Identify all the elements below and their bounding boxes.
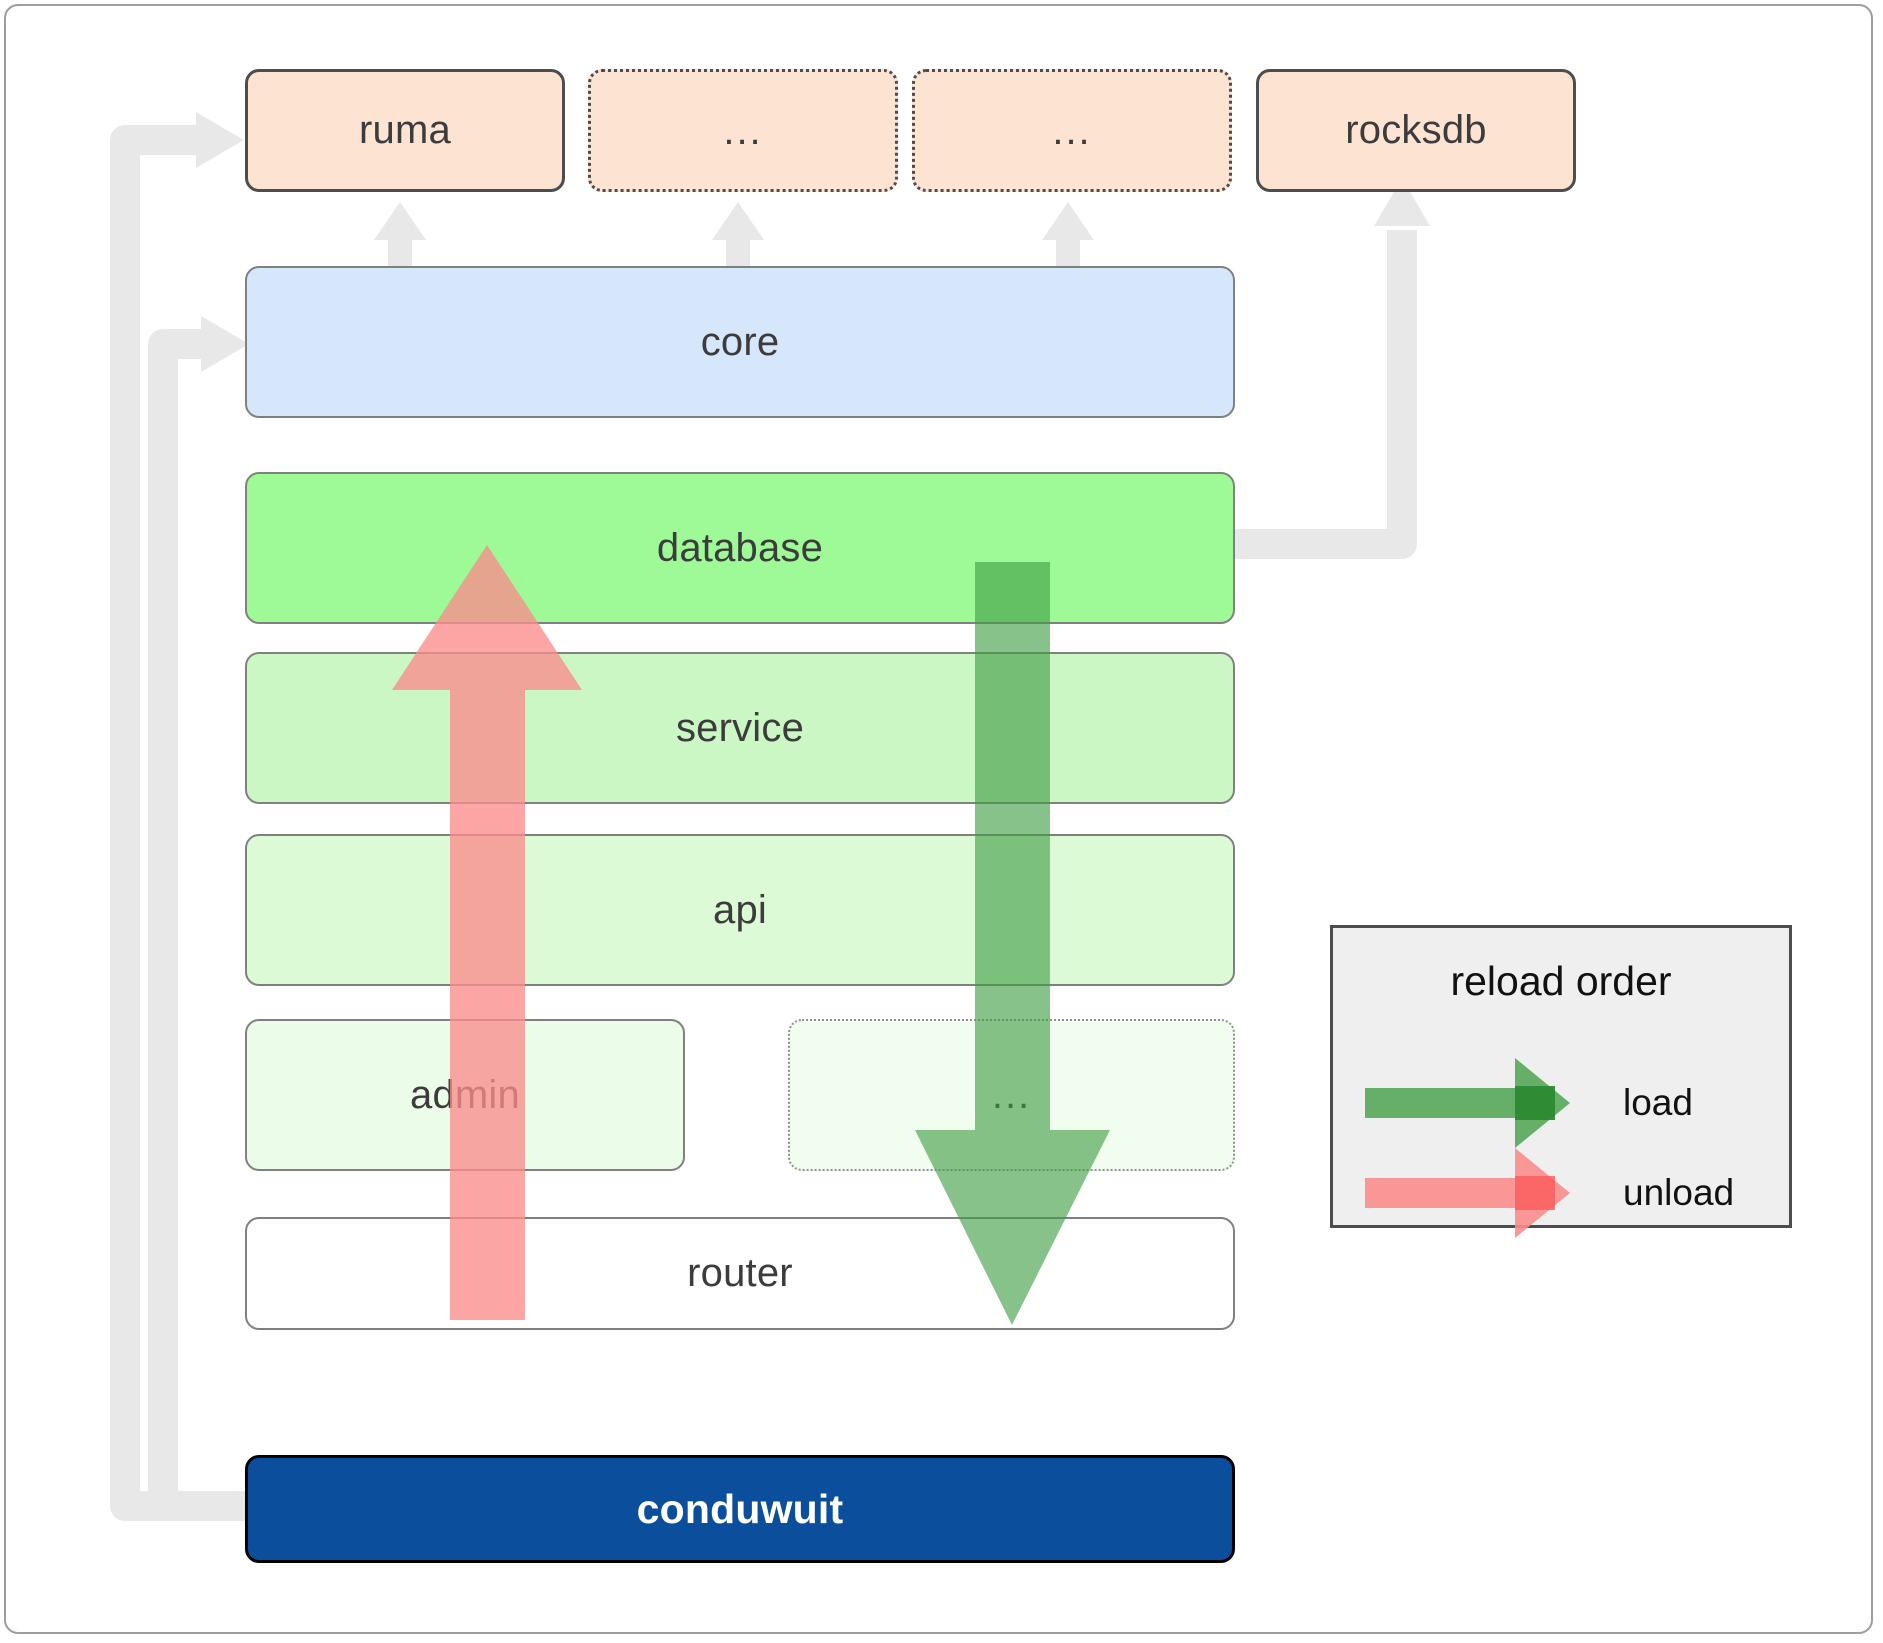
unload-legend-icon — [1365, 1148, 1570, 1238]
dependency-label-dep3: ... — [1052, 108, 1092, 153]
legend-item-unload: unload — [1365, 1148, 1765, 1238]
legend-item-load: load — [1365, 1058, 1765, 1148]
layer-node-admin[interactable]: admin — [245, 1019, 685, 1171]
legend-label-unload: unload — [1623, 1172, 1735, 1213]
dependency-node-dep3[interactable]: ... — [912, 69, 1232, 192]
layer-label-api: api — [713, 887, 767, 932]
dependency-node-ruma[interactable]: ruma — [245, 69, 565, 192]
dependency-label-dep2: ... — [723, 108, 763, 153]
layer-node-more[interactable]: ... — [788, 1019, 1235, 1171]
layer-label-database: database — [656, 525, 824, 570]
layer-node-database[interactable]: database — [245, 472, 1235, 624]
layer-label-core: core — [700, 319, 780, 364]
legend-title: reload order — [1450, 958, 1672, 1004]
load-legend-icon — [1365, 1058, 1570, 1148]
layer-node-core[interactable]: core — [245, 266, 1235, 418]
layer-label-admin: admin — [410, 1072, 520, 1117]
layer-node-service[interactable]: service — [245, 652, 1235, 804]
dependency-label-ruma: ruma — [359, 108, 451, 152]
diagram-frame — [4, 4, 1873, 1634]
root-node-conduwuit[interactable]: conduwuit — [245, 1455, 1235, 1563]
layer-node-api[interactable]: api — [245, 834, 1235, 986]
legend-label-load: load — [1623, 1082, 1693, 1123]
dependency-label-rocksdb: rocksdb — [1345, 108, 1487, 152]
legend-panel: reload order load unload — [1330, 925, 1792, 1238]
layer-label-router: router — [687, 1251, 793, 1295]
layer-label-service: service — [675, 705, 805, 750]
layer-label-more: ... — [991, 1073, 1032, 1117]
dependency-node-dep2[interactable]: ... — [588, 69, 898, 192]
layer-node-router[interactable]: router — [245, 1217, 1235, 1330]
root-label-conduwuit: conduwuit — [636, 1485, 844, 1532]
dependency-node-rocksdb[interactable]: rocksdb — [1256, 69, 1576, 192]
